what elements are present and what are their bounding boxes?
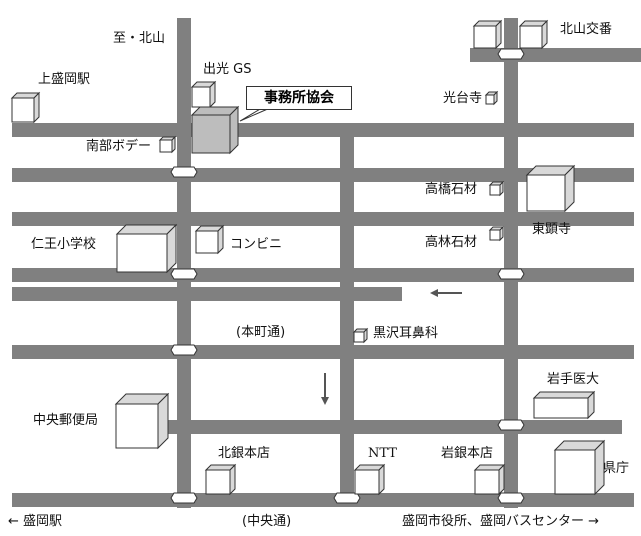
road-chuo-dori [12, 493, 634, 507]
label-to-city-hall-bus-center: 盛岡市役所、盛岡バスセンター → [402, 514, 600, 529]
building-kitayama-koban-2 [518, 19, 549, 50]
building-toukenji [525, 164, 576, 213]
arrow-westbound-head [430, 289, 438, 297]
road-street-3 [12, 212, 634, 226]
building-iwate-medical [532, 390, 596, 420]
road-north-south-west [177, 18, 191, 508]
building-conveni [194, 224, 225, 255]
label-conveni: コンビニ [230, 237, 283, 252]
building-kodaiji [484, 90, 499, 106]
label-to-kitayama: 至・北山 [113, 31, 166, 46]
road-honcho-dori [12, 345, 634, 359]
label-takabayashi-sekizai: 高林石材 [425, 235, 478, 250]
traffic-signal-3 [170, 344, 198, 356]
label-iwate-medical: 岩手医大 [547, 372, 600, 387]
building-takahashi-sekizai [488, 180, 505, 197]
traffic-signal-7 [497, 268, 525, 280]
building-ntt [353, 463, 386, 496]
traffic-signal-9 [497, 492, 525, 504]
traffic-signal-6 [497, 48, 525, 60]
road-kitayama-east [470, 48, 641, 62]
traffic-signal-5 [333, 492, 361, 504]
building-office-association [190, 105, 240, 155]
traffic-signal-2 [170, 268, 198, 280]
label-takahashi-sekizai: 高橋石材 [425, 182, 478, 197]
building-iwagin-honten [473, 463, 506, 496]
office-callout: 事務所協会 [246, 86, 352, 110]
road-street-2 [12, 168, 634, 182]
road-street-5 [12, 287, 402, 301]
building-takabayashi-sekizai [488, 225, 505, 242]
traffic-signal-1 [170, 166, 198, 178]
label-nanbu-body: 南部ボデー [86, 139, 152, 154]
building-hokugin-honten [204, 463, 237, 496]
road-street-4 [12, 268, 634, 282]
building-kitayama-koban-1 [472, 19, 503, 50]
label-central-post-office: 中央郵便局 [33, 413, 99, 428]
label-hokugin-honten: 北銀本店 [218, 446, 271, 461]
label-kurosawa-clinic: 黒沢耳鼻科 [373, 326, 439, 341]
label-chuo-dori: (中央通) [242, 514, 292, 529]
road-office-street [12, 123, 634, 137]
arrow-southbound-head [321, 397, 329, 405]
label-iwagin-honten: 岩銀本店 [441, 446, 494, 461]
road-street-7 [168, 420, 622, 434]
label-to-morioka-station: ← 盛岡駅 [8, 514, 63, 529]
building-kencho [553, 439, 606, 496]
building-nanbu-body [158, 135, 177, 154]
label-honcho-dori: (本町通) [236, 325, 286, 340]
label-kitayama-koban: 北山交番 [560, 22, 613, 37]
building-idemitsu-gs [190, 80, 217, 109]
traffic-signal-8 [497, 419, 525, 431]
label-kodaiji: 光台寺 [443, 91, 483, 106]
building-niou-school [115, 223, 178, 274]
label-toukenji: 東顕寺 [532, 222, 572, 237]
road-north-south-east [504, 18, 518, 508]
building-kamimorioka-station [10, 91, 41, 124]
label-kencho: 県庁 [603, 461, 630, 476]
label-niou-school: 仁王小学校 [31, 237, 97, 252]
label-ntt: NTT [368, 446, 397, 461]
building-central-post-office [114, 392, 170, 450]
label-kamimorioka-station: 上盛岡駅 [38, 72, 91, 87]
building-kurosawa-clinic [352, 327, 369, 344]
road-north-south-middle [340, 137, 354, 507]
label-idemitsu-gs: 出光 GS [203, 62, 252, 77]
traffic-signal-4 [170, 492, 198, 504]
